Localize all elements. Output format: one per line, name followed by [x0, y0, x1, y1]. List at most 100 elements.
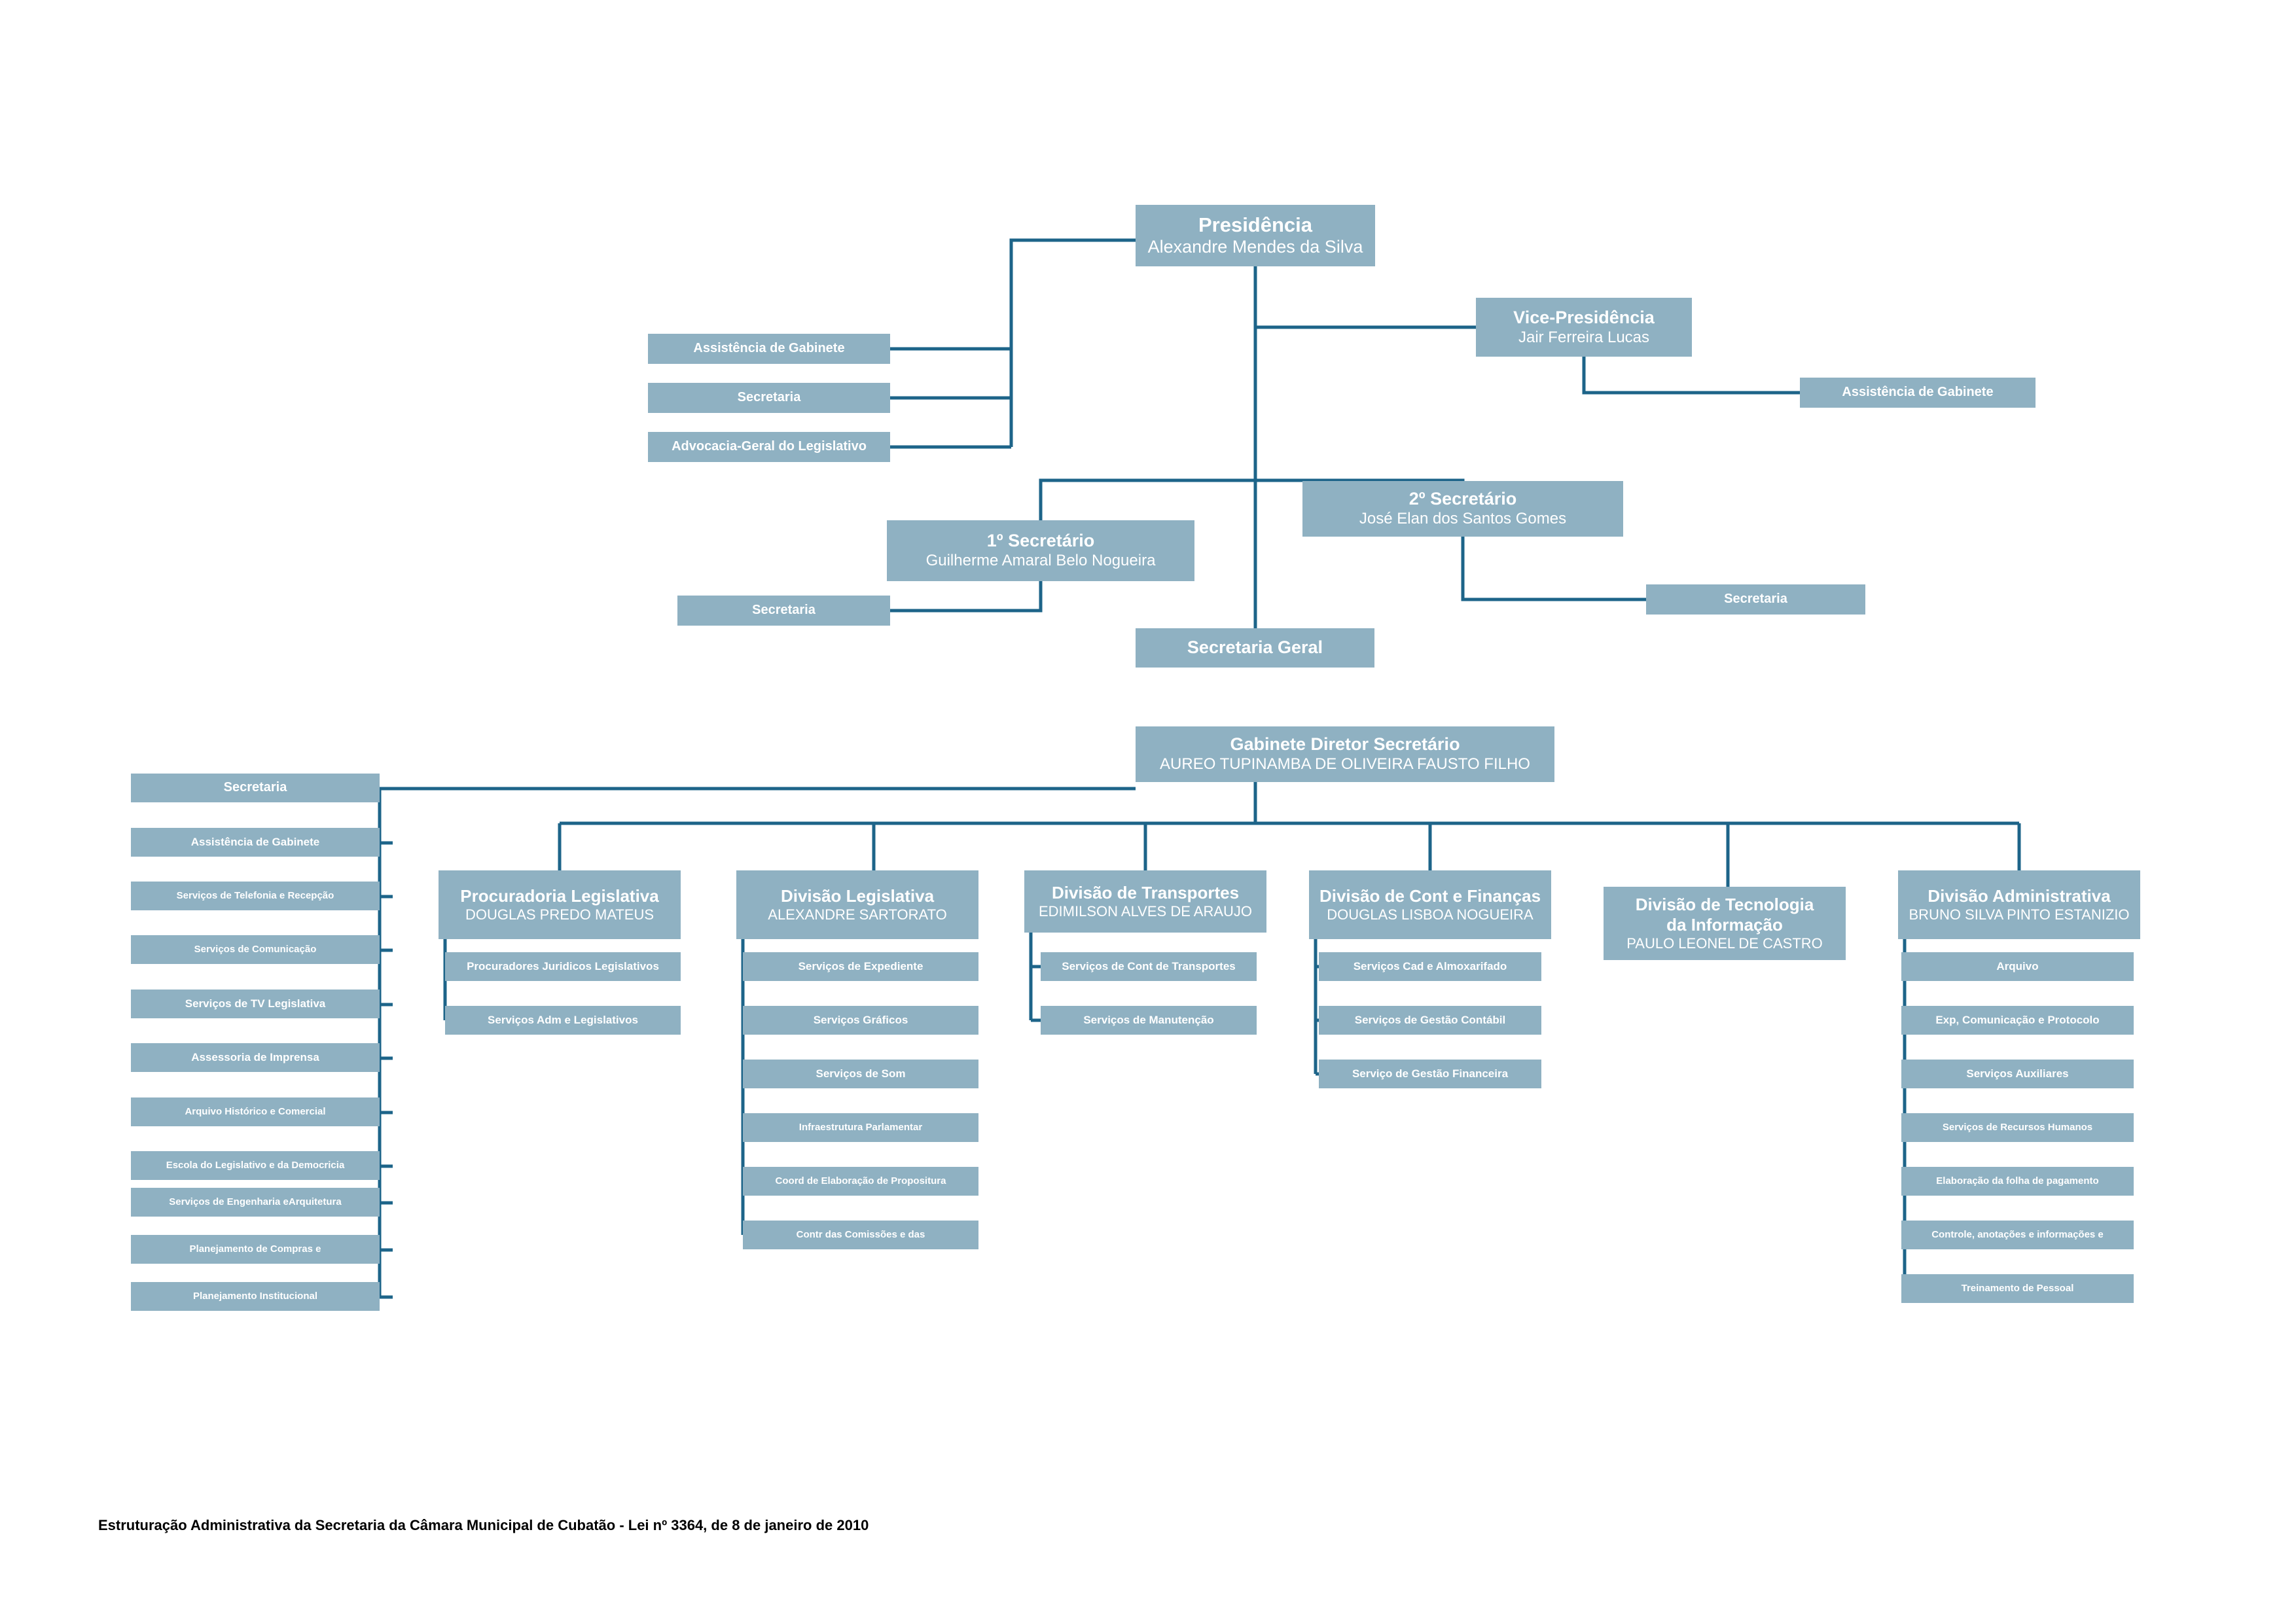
division-6-child-6[interactable]: Controle, anotações e informações e — [1901, 1221, 2134, 1249]
staff-box-8[interactable]: Escola do Legislativo e da Democricia — [131, 1151, 380, 1180]
node-person: José Elan dos Santos Gomes — [1359, 510, 1567, 528]
node-title: Serviços de Cont de Transportes — [1062, 959, 1236, 972]
node-title: Controle, anotações e informações e — [1931, 1229, 2104, 1241]
node-title: Procuradores Juridicos Legislativos — [467, 959, 659, 972]
node-title: Divisão Legislativa — [780, 886, 935, 906]
node-title: Serviços de Engenharia eArquitetura — [169, 1196, 342, 1208]
node-person: Alexandre Mendes da Silva — [1147, 237, 1363, 257]
node-title: Vice-Presidência — [1513, 307, 1655, 327]
node-title: Treinamento de Pessoal — [1961, 1283, 2074, 1294]
staff-box-7[interactable]: Arquivo Histórico e Comercial — [131, 1097, 380, 1126]
staff-box-3[interactable]: Serviços de Telefonia e Recepção — [131, 882, 380, 910]
division-6-child-7[interactable]: Treinamento de Pessoal — [1901, 1274, 2134, 1303]
division-6-child-2[interactable]: Exp, Comunicação e Protocolo — [1901, 1006, 2134, 1035]
node-person: BRUNO SILVA PINTO ESTANIZIO — [1909, 906, 2130, 923]
division-3-child-1[interactable]: Serviços de Cont de Transportes — [1041, 952, 1257, 981]
division-4-child-1[interactable]: Serviços Cad e Almoxarifado — [1319, 952, 1541, 981]
node-person: AUREO TUPINAMBA DE OLIVEIRA FAUSTO FILHO — [1160, 755, 1530, 774]
node-title: Divisão de Transportes — [1051, 883, 1240, 903]
node-title: Divisão de Cont e Finanças — [1319, 886, 1541, 906]
division-6-child-3[interactable]: Serviços Auxiliares — [1901, 1060, 2134, 1088]
node-title: Serviços Auxiliares — [1966, 1067, 2069, 1080]
chart-caption: Estruturação Administrativa da Secretari… — [98, 1517, 869, 1533]
staff-box-6[interactable]: Assessoria de Imprensa — [131, 1043, 380, 1072]
staff-box-10[interactable]: Planejamento de Compras e — [131, 1235, 380, 1264]
node-title: Infraestrutura Parlamentar — [798, 1122, 923, 1133]
node-title: Planejamento de Compras e — [189, 1243, 321, 1255]
node-segundo-secretario[interactable]: 2º Secretário José Elan dos Santos Gomes — [1302, 481, 1623, 537]
node-person: ALEXANDRE SARTORATO — [768, 906, 947, 923]
node-title: Procuradoria Legislativa — [460, 886, 659, 906]
node-person: DOUGLAS LISBOA NOGUEIRA — [1327, 906, 1534, 923]
node-primeiro-secretario-secretaria[interactable]: Secretaria — [677, 596, 890, 626]
division-6-child-5[interactable]: Elaboração da folha de pagamento — [1901, 1167, 2134, 1196]
node-title: Assessoria de Imprensa — [191, 1050, 319, 1063]
node-title: Exp, Comunicação e Protocolo — [1935, 1013, 2100, 1026]
node-advocacia-geral-legislativo[interactable]: Advocacia-Geral do Legislativo — [648, 432, 890, 462]
division-2-child-1[interactable]: Serviços de Expediente — [743, 952, 978, 981]
node-gabinete-diretor-secretario[interactable]: Gabinete Diretor Secretário AUREO TUPINA… — [1136, 726, 1554, 782]
node-title: Serviços Cad e Almoxarifado — [1353, 959, 1507, 972]
division-4-child-2[interactable]: Serviços de Gestão Contábil — [1319, 1006, 1541, 1035]
division-3-child-2[interactable]: Serviços de Manutenção — [1041, 1006, 1257, 1035]
staff-box-11[interactable]: Planejamento Institucional — [131, 1282, 380, 1311]
node-vice-assistencia-gabinete[interactable]: Assistência de Gabinete — [1800, 378, 2036, 408]
division-2-child-6[interactable]: Contr das Comissões e das — [743, 1221, 978, 1249]
division-1-child-2[interactable]: Serviços Adm e Legislativos — [445, 1006, 681, 1035]
node-title: Escola do Legislativo e da Democricia — [166, 1160, 345, 1171]
staff-box-9[interactable]: Serviços de Engenharia eArquitetura — [131, 1188, 380, 1217]
node-title: Serviços de Manutenção — [1083, 1013, 1214, 1026]
staff-box-1[interactable]: Secretaria — [131, 774, 380, 802]
node-title: Presidência — [1198, 213, 1313, 236]
node-presidencia[interactable]: Presidência Alexandre Mendes da Silva — [1136, 205, 1375, 266]
node-title: Divisão Administrativa — [1928, 886, 2111, 906]
node-title: Secretaria — [752, 603, 816, 618]
node-segundo-secretario-secretaria[interactable]: Secretaria — [1646, 584, 1865, 615]
node-primeiro-secretario[interactable]: 1º Secretário Guilherme Amaral Belo Nogu… — [887, 520, 1194, 581]
division-1-child-1[interactable]: Procuradores Juridicos Legislativos — [445, 952, 681, 981]
node-presidencia-secretaria[interactable]: Secretaria — [648, 383, 890, 413]
node-title: Serviços Adm e Legislativos — [488, 1013, 638, 1026]
node-title: Planejamento Institucional — [192, 1291, 318, 1302]
node-title: Serviços de Gestão Contábil — [1354, 1013, 1506, 1026]
node-secretaria-geral[interactable]: Secretaria Geral — [1136, 628, 1374, 668]
node-title: Serviços de TV Legislativa — [185, 997, 326, 1010]
staff-box-4[interactable]: Serviços de Comunicação — [131, 935, 380, 964]
node-title: Arquivo — [1996, 959, 2039, 972]
node-title: Serviços de Recursos Humanos — [1942, 1122, 2093, 1133]
node-title: Coord de Elaboração de Propositura — [775, 1175, 946, 1187]
division-2-child-5[interactable]: Coord de Elaboração de Propositura — [743, 1167, 978, 1196]
node-person: Jair Ferreira Lucas — [1518, 328, 1650, 346]
division-2-child-4[interactable]: Infraestrutura Parlamentar — [743, 1113, 978, 1142]
division-2-child-3[interactable]: Serviços de Som — [743, 1060, 978, 1088]
staff-box-5[interactable]: Serviços de TV Legislativa — [131, 990, 380, 1018]
node-title: Secretaria — [1724, 592, 1787, 607]
node-vice-presidencia[interactable]: Vice-Presidência Jair Ferreira Lucas — [1476, 298, 1692, 357]
node-title: Divisão de Tecnologia da Informação — [1635, 895, 1814, 935]
node-title: Secretaria — [223, 780, 287, 795]
node-title: Secretaria Geral — [1187, 637, 1323, 658]
division-4-child-3[interactable]: Serviço de Gestão Financeira — [1319, 1060, 1541, 1088]
node-title: Serviços de Som — [816, 1067, 906, 1080]
node-title: Serviços de Telefonia e Recepção — [176, 890, 334, 902]
division-2-child-2[interactable]: Serviços Gráficos — [743, 1006, 978, 1035]
staff-box-2[interactable]: Assistência de Gabinete — [131, 828, 380, 857]
node-person: Guilherme Amaral Belo Nogueira — [925, 552, 1156, 570]
node-title: Serviços de Expediente — [798, 959, 924, 972]
node-title: Serviço de Gestão Financeira — [1352, 1067, 1509, 1080]
node-title: Gabinete Diretor Secretário — [1230, 734, 1460, 755]
node-title: Serviços de Comunicação — [194, 944, 317, 955]
division-6-child-4[interactable]: Serviços de Recursos Humanos — [1901, 1113, 2134, 1142]
division-6-child-1[interactable]: Arquivo — [1901, 952, 2134, 981]
node-presidencia-assistencia-gabinete[interactable]: Assistência de Gabinete — [648, 334, 890, 364]
node-title: Assistência de Gabinete — [1842, 385, 1994, 400]
node-title: 1º Secretário — [986, 531, 1095, 551]
